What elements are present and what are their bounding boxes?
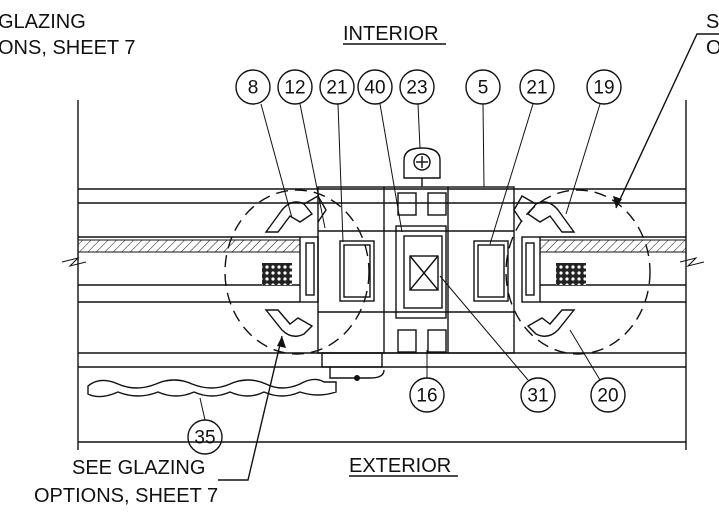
svg-text:12: 12 (284, 78, 305, 99)
svg-text:23: 23 (406, 78, 427, 99)
top-left-note-line2: ONS, SHEET 7 (0, 37, 135, 59)
bottom-note-leader (218, 335, 283, 481)
sealant-bead (87, 378, 337, 398)
right-glazing-option-circle (505, 189, 651, 355)
bottom-note-line2: OPTIONS, SHEET 7 (34, 485, 218, 507)
left-glazing-option-circle (224, 189, 370, 355)
svg-text:31: 31 (527, 386, 548, 407)
callout-31: 31 (439, 275, 556, 413)
callout-19: 19 (565, 69, 622, 215)
callout-20: 20 (569, 329, 626, 413)
svg-text:21: 21 (526, 78, 547, 99)
right-backer-rod (556, 263, 586, 285)
callout-23: 23 (399, 69, 435, 149)
bottom-note-line1: SEE GLAZING (72, 457, 205, 479)
callout-21-left: 21 (319, 69, 355, 243)
callout-40: 40 (357, 69, 403, 233)
top-right-note-line1: S (706, 11, 719, 33)
bottom-note-arrowhead (277, 336, 286, 348)
gasket-profiles (264, 195, 576, 337)
svg-text:20: 20 (597, 386, 618, 407)
callout-12: 12 (277, 69, 326, 229)
svg-text:5: 5 (478, 78, 489, 99)
svg-text:21: 21 (326, 78, 347, 99)
top-right-note-line2: O (706, 37, 719, 59)
top-left-note-line1: GLAZING (0, 11, 86, 33)
left-backer-rod (262, 263, 292, 285)
callout-35: 35 (187, 397, 223, 455)
exterior-label: EXTERIOR (349, 455, 451, 477)
svg-text:16: 16 (416, 386, 437, 407)
svg-text:8: 8 (248, 78, 259, 99)
top-right-leader (615, 33, 719, 209)
glazing-lines (61, 100, 705, 450)
svg-text:19: 19 (593, 78, 614, 99)
callout-21-right: 21 (489, 69, 555, 245)
anchor-bolt (403, 147, 441, 187)
callout-8: 8 (235, 69, 293, 219)
svg-text:35: 35 (194, 428, 215, 449)
callout-5: 5 (465, 69, 501, 188)
top-right-arrowhead (613, 196, 622, 208)
svg-text:40: 40 (364, 78, 385, 99)
interior-label: INTERIOR (343, 23, 439, 45)
callout-16: 16 (409, 350, 445, 413)
mullion-profile (299, 186, 541, 381)
